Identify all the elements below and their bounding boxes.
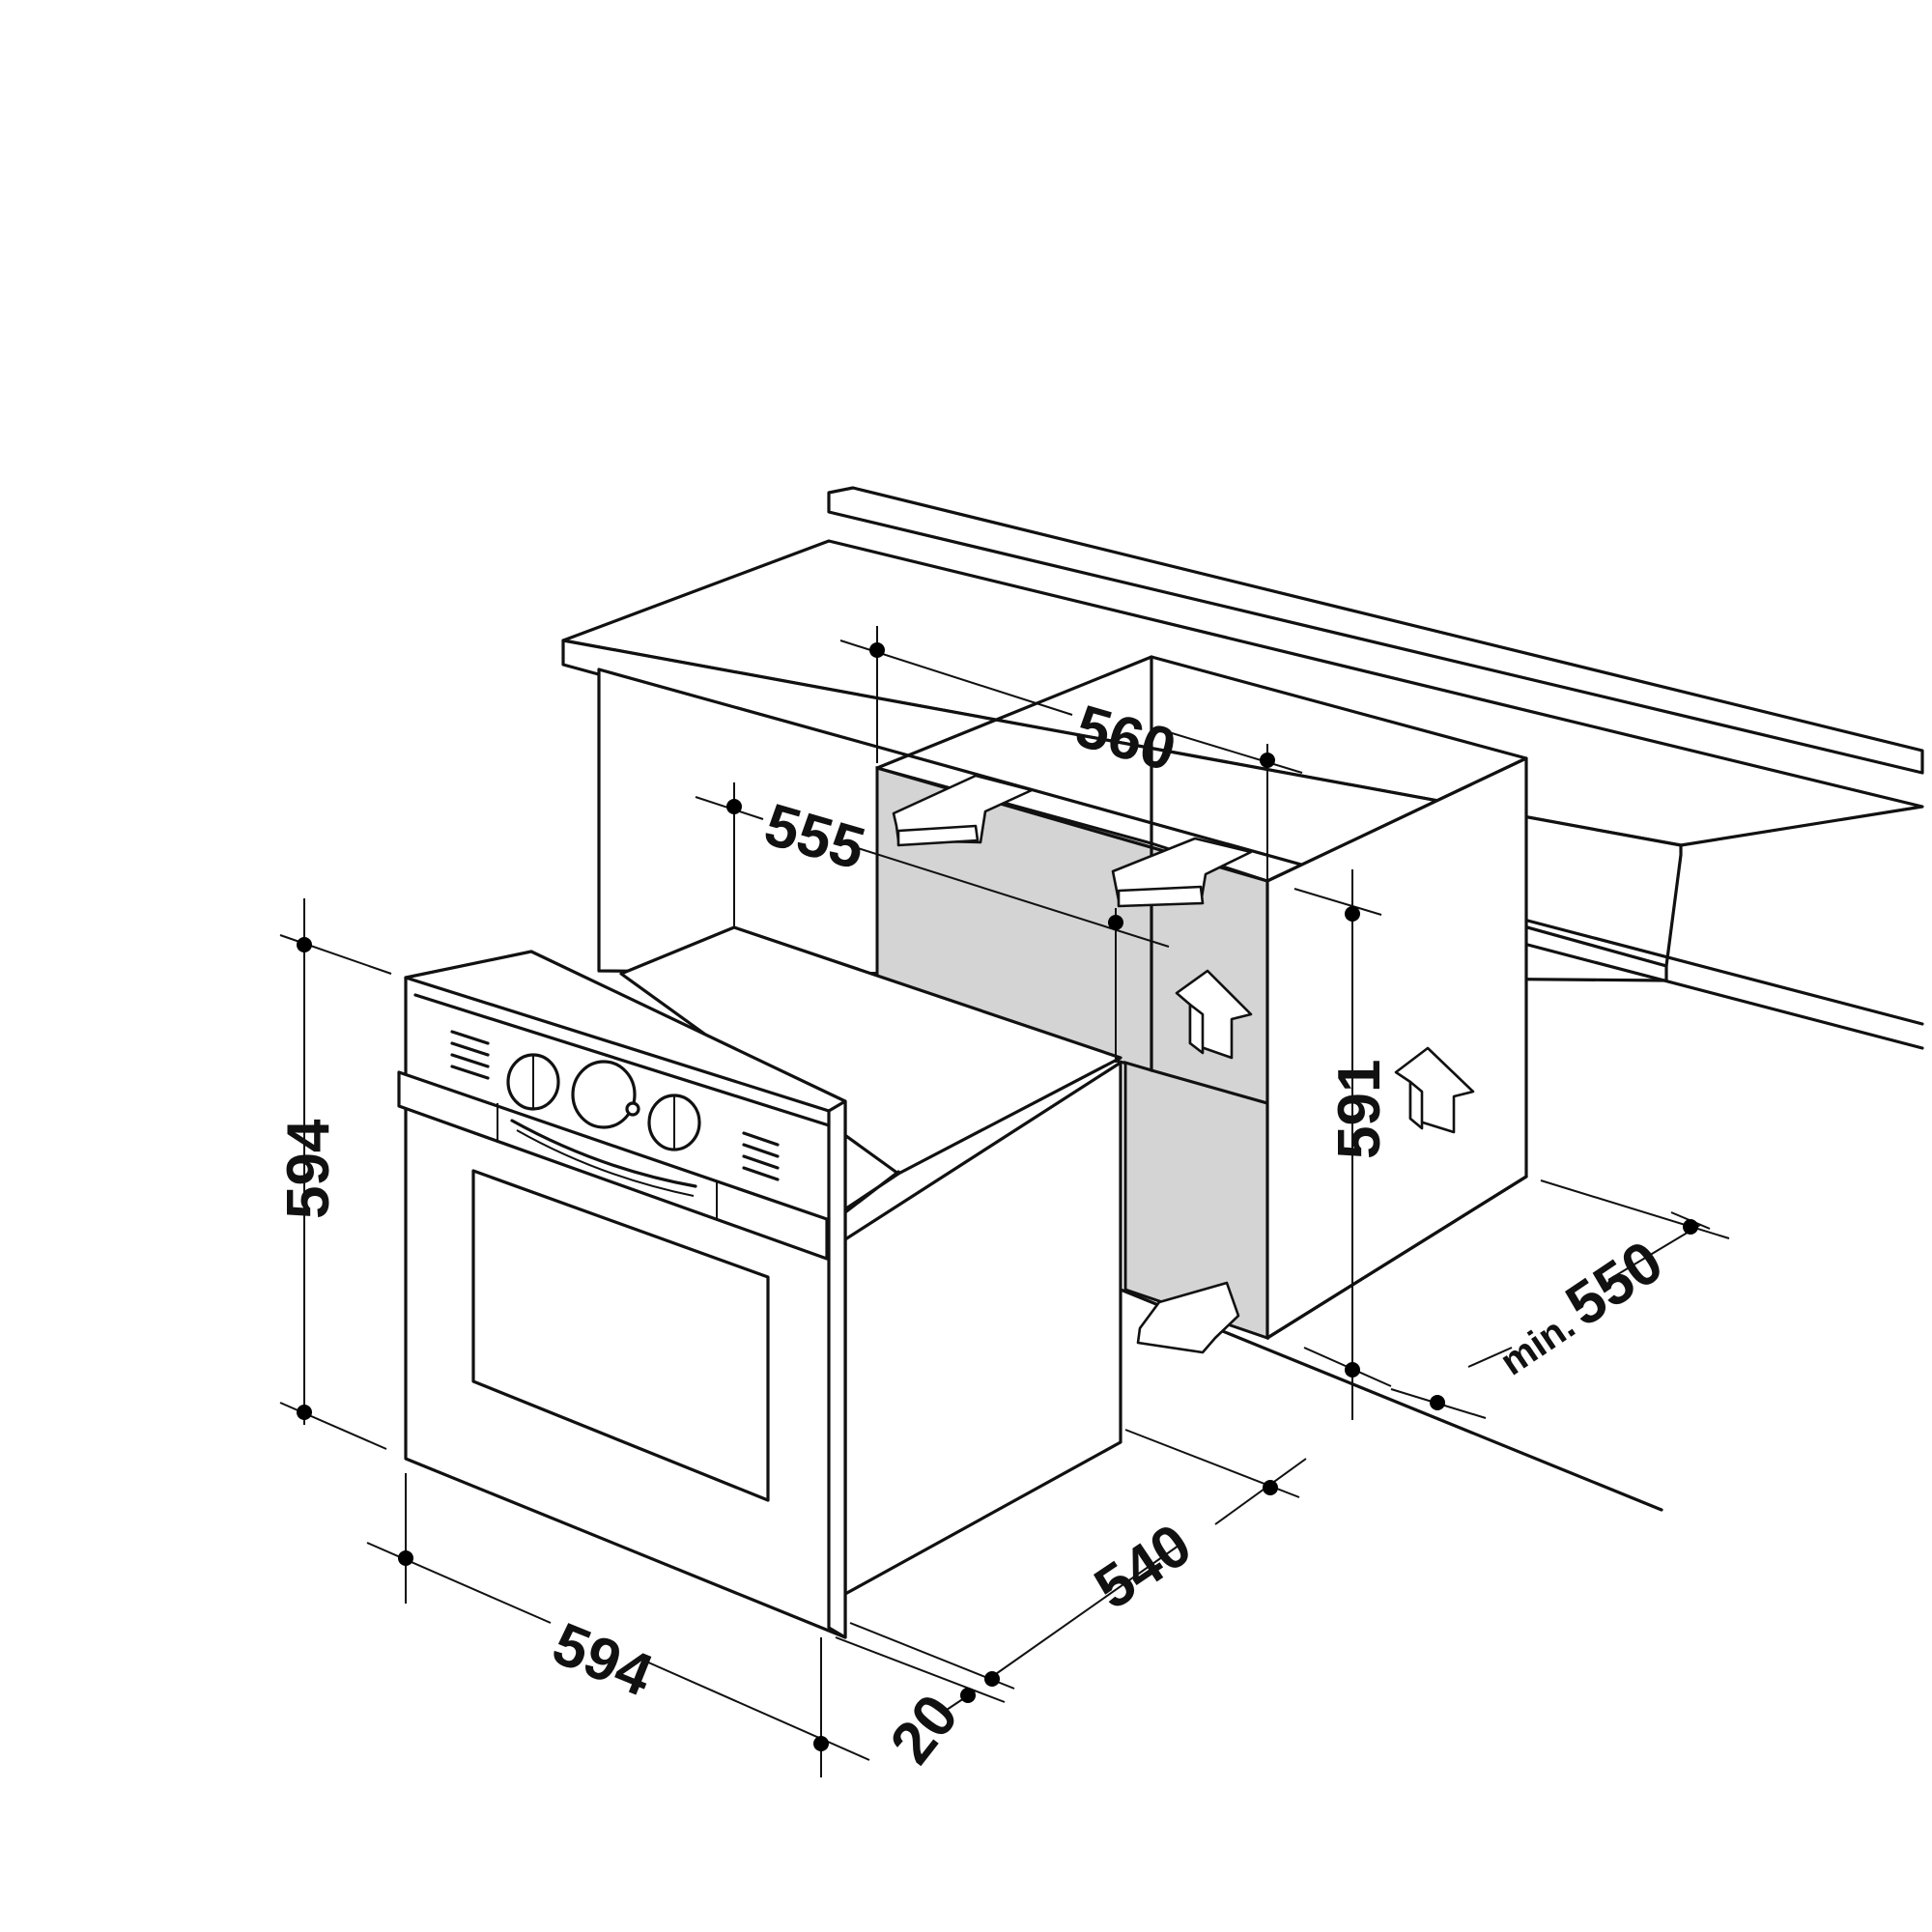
vent-grille-right: [742, 1131, 780, 1181]
door-handle-edge: [516, 1129, 695, 1197]
dim-label-oven-depth: 540: [1083, 1512, 1203, 1623]
airflow-arrow-top-left: [892, 774, 1034, 847]
airflow-arrow-top-right: [1111, 837, 1253, 908]
airflow-arrow-up-back: [1175, 969, 1253, 1060]
dim-label-oven-height: 594: [275, 1119, 342, 1219]
control-knob-right: [647, 1094, 701, 1151]
dim-label-oven-width: 594: [544, 1610, 662, 1710]
oven-door-window: [471, 1169, 770, 1502]
dim-label-cabinet-min-prefix: min.: [1492, 1304, 1582, 1383]
backsplash: [827, 486, 1924, 775]
dim-label-niche-height: 591: [1326, 1060, 1393, 1159]
wall-line-lower: [1515, 916, 1924, 1026]
wall-line-lower-2: [1515, 940, 1924, 1050]
vent-grille-left: [450, 1030, 490, 1080]
control-knob-center: [571, 1060, 640, 1129]
control-panel-top: [404, 976, 831, 1113]
dim-label-cabinet-min-depth: 550: [1554, 1229, 1674, 1340]
airflow-arrow-bottom: [1136, 1281, 1240, 1354]
oven-top-step: [838, 1170, 900, 1214]
cabinet-right-bottom: [1265, 1175, 1528, 1340]
oven-front-thickness: [827, 1099, 847, 1639]
control-panel-top-inner: [413, 993, 831, 1127]
installation-niche: [875, 655, 1528, 1354]
dimension-lines: [279, 626, 1730, 1777]
dim-label-front-panel: 20: [878, 1683, 972, 1776]
door-handle: [510, 1119, 697, 1188]
airflow-arrow-up-side: [1394, 1046, 1475, 1134]
oven: [397, 925, 1122, 1639]
control-knob-left: [506, 1053, 560, 1111]
